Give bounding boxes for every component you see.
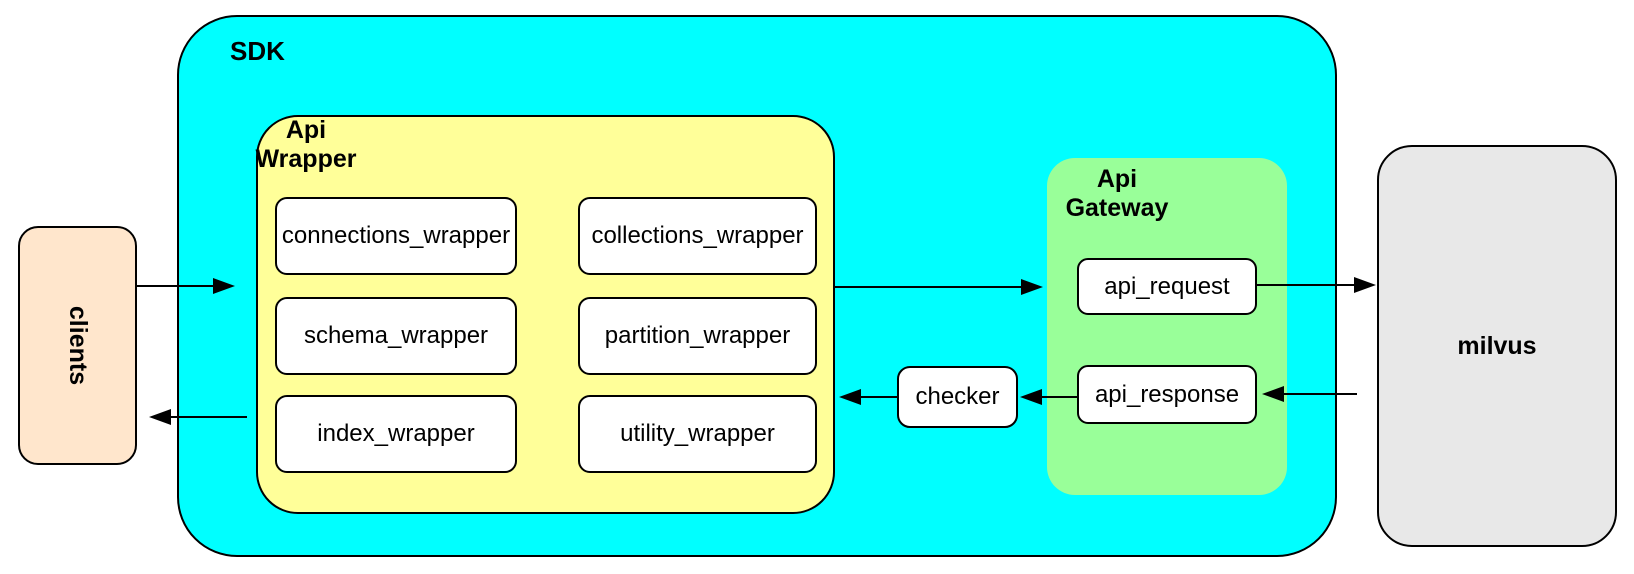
node-collections-wrapper: collections_wrapper xyxy=(578,197,817,275)
api-gateway-container xyxy=(1047,158,1287,495)
node-index-wrapper-label: index_wrapper xyxy=(317,420,475,447)
node-api-response-label: api_response xyxy=(1094,380,1240,408)
api-gateway-label: Api Gateway xyxy=(1065,165,1169,222)
node-checker: checker xyxy=(897,366,1018,428)
node-partition-wrapper: partition_wrapper xyxy=(578,297,817,375)
node-milvus: milvus xyxy=(1377,145,1617,547)
node-connections-wrapper-label: connections_wrapper xyxy=(281,222,511,249)
node-clients: clients xyxy=(18,226,137,465)
node-api-response: api_response xyxy=(1077,365,1257,424)
node-index-wrapper: index_wrapper xyxy=(275,395,517,473)
node-collections-wrapper-label: collections_wrapper xyxy=(591,222,804,249)
node-schema-wrapper: schema_wrapper xyxy=(275,297,517,375)
node-partition-wrapper-label: partition_wrapper xyxy=(604,322,791,349)
sdk-label: SDK xyxy=(230,36,285,66)
node-utility-wrapper-label: utility_wrapper xyxy=(620,420,775,447)
node-connections-wrapper: connections_wrapper xyxy=(275,197,517,275)
node-schema-wrapper-label: schema_wrapper xyxy=(303,322,489,349)
api-wrapper-label: Api Wrapper xyxy=(255,116,357,173)
node-milvus-label: milvus xyxy=(1457,331,1537,360)
node-api-request-label: api_request xyxy=(1104,272,1230,300)
node-utility-wrapper: utility_wrapper xyxy=(578,395,817,473)
node-api-request: api_request xyxy=(1077,258,1257,315)
node-checker-label: checker xyxy=(915,383,1000,410)
node-clients-label: clients xyxy=(63,305,92,386)
